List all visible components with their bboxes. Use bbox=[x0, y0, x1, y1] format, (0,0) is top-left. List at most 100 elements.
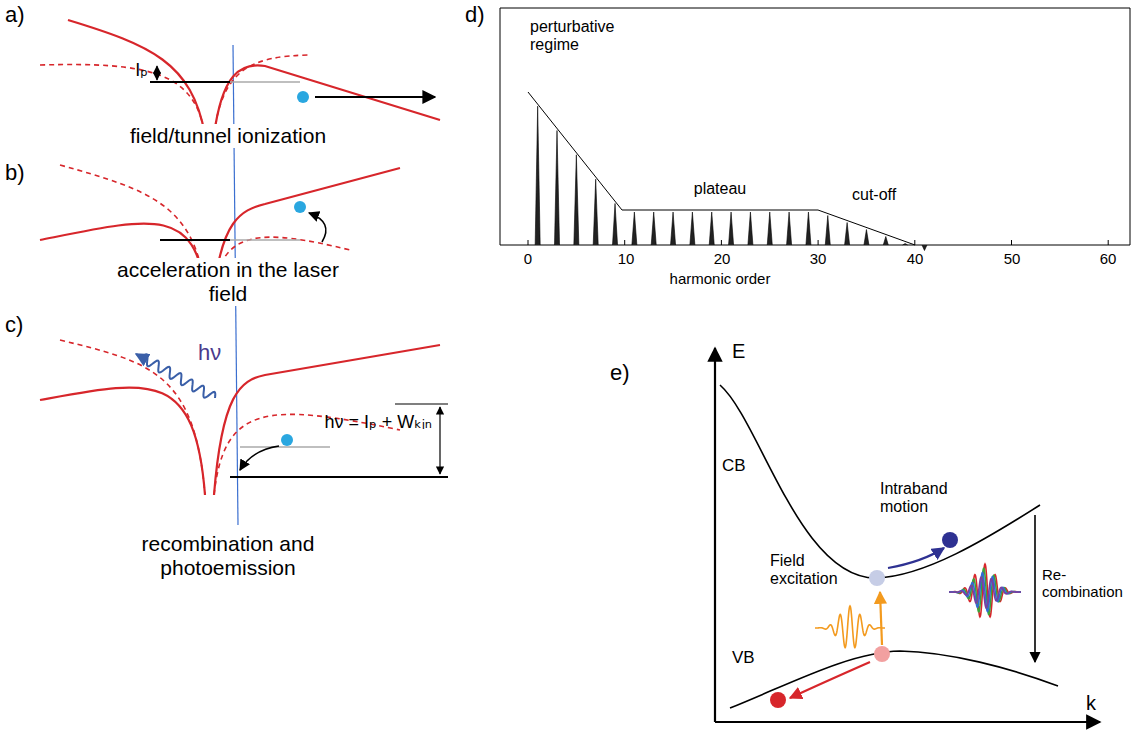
envelope-line bbox=[528, 92, 915, 245]
potential-curve bbox=[214, 55, 310, 135]
harmonic-peak bbox=[651, 212, 656, 245]
axis-tick bbox=[914, 240, 915, 245]
process-label: Re- combination bbox=[1042, 566, 1138, 601]
axis-title: harmonic order bbox=[670, 270, 771, 287]
harmonic-peak bbox=[709, 212, 714, 245]
arrow bbox=[315, 96, 435, 98]
regime-label: cut-off bbox=[852, 186, 896, 204]
arrow bbox=[888, 548, 944, 568]
spectrum-frame bbox=[1130, 8, 1131, 245]
harmonic-peak bbox=[593, 179, 598, 245]
harmonic-peak bbox=[555, 130, 560, 245]
axis-title: E bbox=[732, 340, 745, 363]
harmonic-peak bbox=[748, 212, 753, 245]
harmonic-peak bbox=[903, 244, 908, 246]
harmonic-peak bbox=[806, 212, 811, 245]
harmonic-peak bbox=[767, 212, 772, 245]
axis-tick bbox=[721, 240, 722, 245]
tick-label: 50 bbox=[1004, 250, 1021, 267]
harmonic-peak bbox=[864, 230, 869, 246]
spectrum-frame bbox=[500, 8, 1130, 245]
spectrum-frame bbox=[500, 8, 501, 245]
step-caption: field/tunnel ionization bbox=[130, 124, 326, 148]
quantity-label: Iₚ bbox=[135, 60, 148, 81]
arrow bbox=[309, 213, 326, 242]
electron bbox=[297, 91, 309, 103]
band-label: CB bbox=[722, 456, 746, 476]
electron bbox=[281, 434, 293, 446]
band-curve bbox=[730, 651, 1058, 708]
harmonic-peak bbox=[535, 106, 540, 245]
axis-tick bbox=[1108, 240, 1109, 245]
harmonic-peak bbox=[613, 203, 618, 245]
light-pulse bbox=[949, 577, 1021, 608]
tick-label: 40 bbox=[907, 250, 924, 267]
harmonic-peak bbox=[787, 212, 792, 245]
energy-level bbox=[240, 446, 330, 448]
potential-curve bbox=[40, 340, 440, 495]
panel-label: b) bbox=[5, 160, 25, 185]
tick-label: 0 bbox=[524, 250, 532, 267]
light-pulse bbox=[949, 564, 1021, 617]
harmonic-peak bbox=[632, 212, 637, 245]
axis bbox=[715, 348, 1100, 722]
light-pulse bbox=[815, 564, 1021, 648]
potential-curve bbox=[214, 345, 440, 495]
energy-level bbox=[439, 440, 440, 474]
tick-label: 30 bbox=[810, 250, 827, 267]
potential-curve bbox=[40, 20, 440, 135]
electron bbox=[297, 91, 309, 103]
harmonic-peak bbox=[845, 223, 850, 246]
energy-level bbox=[150, 81, 230, 83]
axis-tick bbox=[528, 240, 529, 245]
axis-tick bbox=[1011, 240, 1012, 245]
arrow bbox=[880, 592, 882, 645]
harmonic-peak bbox=[922, 245, 927, 251]
harmonic-peak bbox=[671, 212, 676, 245]
process-label: Field excitation bbox=[770, 552, 855, 589]
band-label: VB bbox=[732, 648, 755, 668]
arrow bbox=[240, 446, 279, 470]
step-caption: recombination and photoemission bbox=[108, 532, 348, 580]
harmonic-peak bbox=[729, 212, 734, 245]
panel-label: c) bbox=[5, 312, 23, 337]
energy-level bbox=[150, 66, 300, 82]
step-caption: acceleration in the laser field bbox=[113, 258, 343, 306]
electron bbox=[294, 201, 306, 213]
axis-tick bbox=[818, 240, 819, 245]
harmonic-peak bbox=[883, 237, 888, 246]
panel-label: e) bbox=[610, 360, 630, 385]
carrier-dot bbox=[770, 532, 958, 708]
band-curve bbox=[720, 385, 1058, 708]
panel-label: a) bbox=[5, 2, 25, 27]
energy-level bbox=[230, 81, 300, 83]
energy-level bbox=[230, 404, 448, 477]
regime-label: perturbative regime bbox=[530, 18, 650, 55]
potential-curve bbox=[40, 388, 205, 495]
arrow bbox=[315, 97, 435, 98]
arrow bbox=[240, 446, 279, 470]
band-curve bbox=[720, 385, 1040, 578]
energy-level bbox=[439, 407, 440, 440]
energy-level bbox=[160, 240, 300, 241]
arrow bbox=[790, 515, 1035, 698]
energy-equation: hν = Iₚ + Wₖᵢₙ bbox=[325, 412, 432, 433]
energy-level bbox=[160, 239, 230, 241]
panel-label: d) bbox=[465, 2, 485, 27]
light-pulse bbox=[949, 573, 1021, 612]
harmonic-peak bbox=[574, 155, 579, 245]
carrier-dot bbox=[770, 692, 786, 708]
potential-curve bbox=[60, 340, 205, 495]
electron bbox=[281, 434, 293, 446]
energy-level bbox=[230, 476, 448, 478]
arrow bbox=[309, 213, 326, 242]
tick-label: 20 bbox=[714, 250, 731, 267]
regime-label: plateau bbox=[694, 180, 747, 198]
energy-level bbox=[230, 239, 300, 241]
axis-tick bbox=[624, 240, 625, 245]
tick-label: 60 bbox=[1100, 250, 1117, 267]
energy-level bbox=[156, 68, 157, 80]
process-label: Intraband motion bbox=[880, 480, 980, 517]
